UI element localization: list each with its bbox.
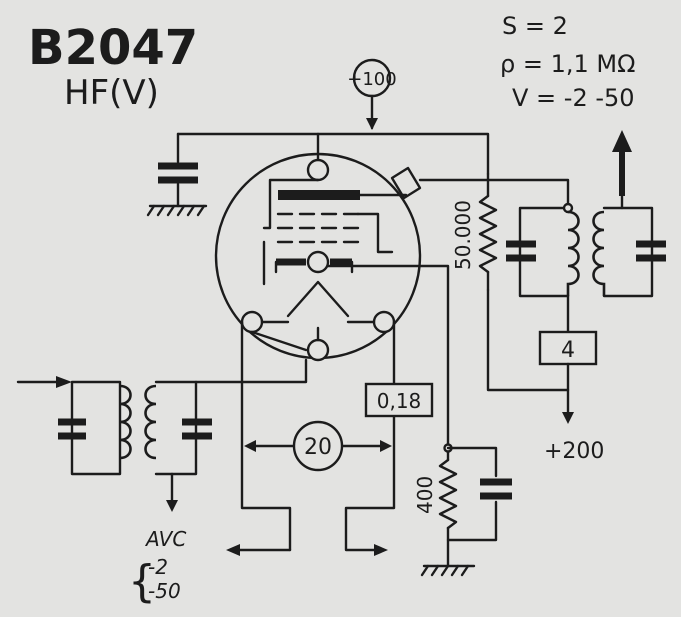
- resistor-to-supply-wire: [486, 288, 570, 392]
- filament-voltage-label: 20: [304, 435, 332, 460]
- pin-left-to-bottom: [250, 330, 308, 352]
- output-lead-bar: [619, 150, 625, 196]
- output-arrow-icon: [612, 130, 632, 152]
- avc-arrow-icon: [166, 500, 178, 512]
- avc-label: AVC: [144, 527, 186, 551]
- avc-value-high: -50: [148, 579, 181, 603]
- cathode-wire: [326, 264, 450, 462]
- heater-wire-left: [240, 320, 292, 552]
- spec-grid-voltage: V = -2 -50: [512, 84, 635, 112]
- pin-center: [306, 250, 330, 274]
- screen-supply-arrow-icon: [366, 118, 378, 130]
- secondary-tank-frame: [602, 206, 654, 298]
- anode-to-tank-wire: [486, 178, 570, 210]
- cathode-bypass-top: [446, 446, 498, 478]
- pin-right: [372, 310, 396, 334]
- spec-internal-resistance: ρ = 1,1 MΩ: [500, 50, 635, 78]
- filament-current-label: 0,18: [377, 389, 422, 413]
- avc-brace: {: [128, 556, 156, 607]
- spec-transconductance: S = 2: [502, 12, 568, 40]
- ground-icon-right: [420, 564, 476, 577]
- primary-coil: [566, 210, 580, 296]
- anode-resistor: [478, 194, 498, 274]
- cathode-resistor: [438, 458, 458, 530]
- screen-grid-lead: [262, 178, 320, 230]
- cathode-bypass-bottom: [446, 500, 498, 542]
- coupling-box-label: 4: [561, 338, 575, 363]
- primary-tank-frame: [518, 206, 570, 298]
- grid-input-wire: [194, 358, 308, 384]
- pin-bottom: [306, 338, 330, 362]
- voltage-dim-right-arrow-icon: [380, 440, 392, 452]
- heater-right-arrow-icon: [374, 544, 388, 556]
- input-arrow-icon: [56, 376, 72, 388]
- input-primary-frame: [70, 380, 122, 476]
- top-bus-wire: [176, 132, 490, 176]
- secondary-coil: [592, 210, 606, 296]
- heater-filament: [286, 280, 350, 318]
- coupling-box: [538, 330, 598, 366]
- filament-current-box: [364, 382, 434, 418]
- tube-function-subtitle: HF(V): [64, 73, 159, 113]
- cathode-resistor-label: 400: [413, 476, 437, 514]
- heater-left-arrow-icon: [226, 544, 240, 556]
- avc-value-low: -2: [148, 555, 168, 579]
- grid-side-lead: [356, 212, 394, 254]
- tube-type-title: B2047: [28, 20, 198, 76]
- voltage-dim-left-arrow-icon: [244, 440, 256, 452]
- pin-left: [240, 310, 264, 334]
- heater-wire-right: [344, 320, 396, 552]
- input-primary-coil: [119, 384, 132, 460]
- ground-icon-left: [146, 204, 208, 217]
- input-secondary-frame: [154, 380, 198, 476]
- pin-top: [306, 158, 330, 182]
- filament-voltage-circle: [292, 420, 344, 472]
- anode-supply-arrow-icon: [562, 412, 574, 424]
- screen-supply-label: +100: [347, 69, 396, 90]
- anode-resistor-label: 50.000: [451, 200, 475, 270]
- anode-cap-icon: [390, 166, 490, 200]
- anode-plate: [278, 190, 360, 200]
- anode-supply-label: +200: [544, 439, 604, 464]
- input-secondary-coil: [144, 384, 157, 460]
